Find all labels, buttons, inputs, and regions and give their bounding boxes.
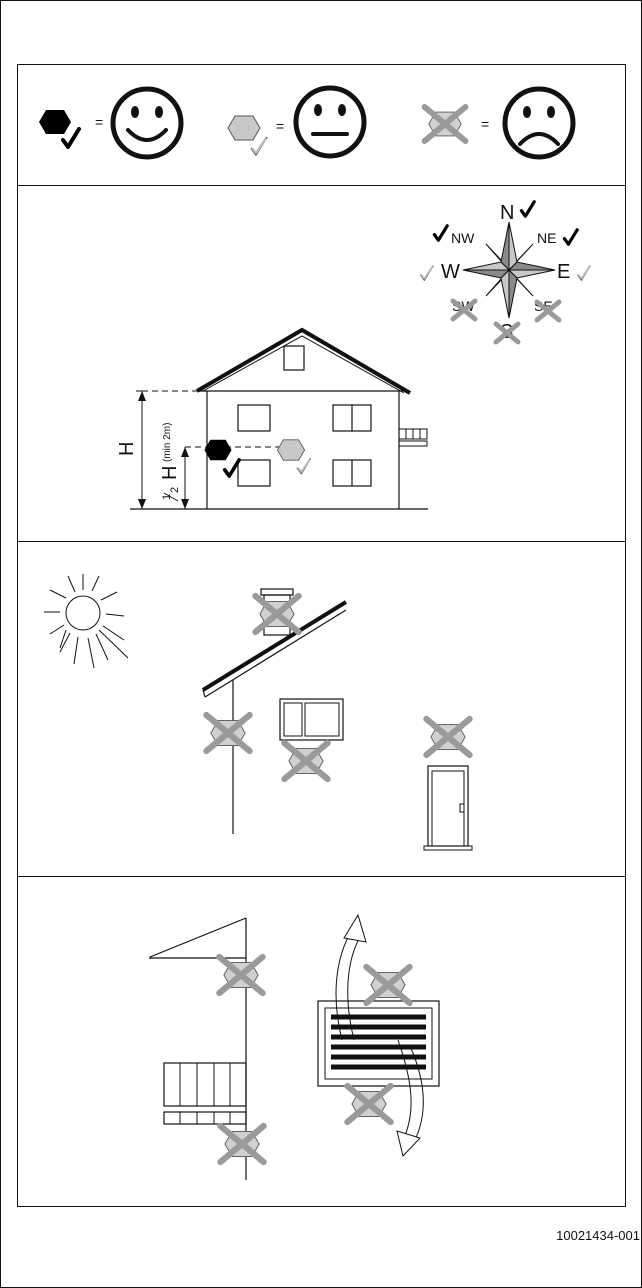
panel-avoid-heat — [17, 541, 626, 877]
compass-rose: N NE NW E W SW SE S — [419, 200, 592, 343]
check-dark-icon — [432, 224, 449, 242]
equals-sign: = — [276, 118, 284, 134]
sensor-bad-chimney — [255, 596, 298, 632]
check-light-icon — [419, 264, 435, 282]
check-dark-icon — [222, 458, 241, 478]
wall-canopy-balcony — [149, 917, 247, 1180]
panel-avoid-airflow — [17, 876, 626, 1207]
label-h: H — [116, 442, 138, 456]
compass-w: W — [441, 261, 460, 283]
check-light-icon — [576, 264, 592, 282]
dimension-labels: H 1 2 H (min 2m) — [116, 423, 181, 502]
sensor-ok-position — [276, 439, 312, 475]
sensor-bad-eave — [206, 715, 249, 751]
sensor-bad-canopy — [219, 957, 262, 993]
sun-icon — [44, 574, 129, 669]
panel-orientation — [17, 185, 626, 542]
roof-corner — [201, 588, 473, 851]
compass-e: E — [557, 261, 570, 283]
equals-sign: = — [95, 114, 103, 130]
airflow-arrows — [335, 913, 424, 1158]
sensor-bad-door — [426, 719, 469, 755]
check-dark-icon — [519, 200, 536, 218]
check-dark-icon — [562, 228, 579, 246]
compass-ne: NE — [537, 230, 556, 246]
sensor-bad-balcony — [220, 1126, 263, 1162]
label-min: (min 2m) — [162, 423, 173, 462]
sensor-crossed-icon — [425, 107, 466, 141]
compass-nw: NW — [451, 230, 475, 246]
house-elevation — [130, 327, 428, 510]
sensor-light-icon — [276, 439, 306, 461]
legend-ok: = — [227, 85, 367, 159]
panel-legend — [17, 64, 626, 186]
sensor-light-icon — [227, 115, 261, 141]
sensor-dark-icon — [39, 110, 71, 134]
check-light-icon — [296, 457, 312, 475]
equals-sign: = — [481, 116, 489, 132]
sensor-good-position — [204, 439, 241, 478]
reference-code: 10021434-001 — [556, 1228, 640, 1243]
happy-face-icon — [110, 86, 184, 160]
neutral-face-icon — [293, 85, 367, 159]
sensor-bad-vent-bottom — [347, 1086, 390, 1122]
label-half-den: 2 — [169, 487, 181, 493]
sensor-bad-vent-top — [366, 967, 409, 1003]
label-half-num: 1 — [161, 494, 173, 500]
legend-bad: = — [425, 86, 576, 160]
check-dark-icon — [61, 127, 81, 149]
legend-good: = — [39, 86, 184, 160]
sensor-dark-icon — [204, 439, 232, 461]
compass-n: N — [500, 202, 514, 224]
sensor-bad-window — [284, 743, 327, 779]
vent-grille — [317, 1000, 440, 1087]
label-half-h: H — [159, 466, 181, 480]
sad-face-icon — [502, 86, 576, 160]
